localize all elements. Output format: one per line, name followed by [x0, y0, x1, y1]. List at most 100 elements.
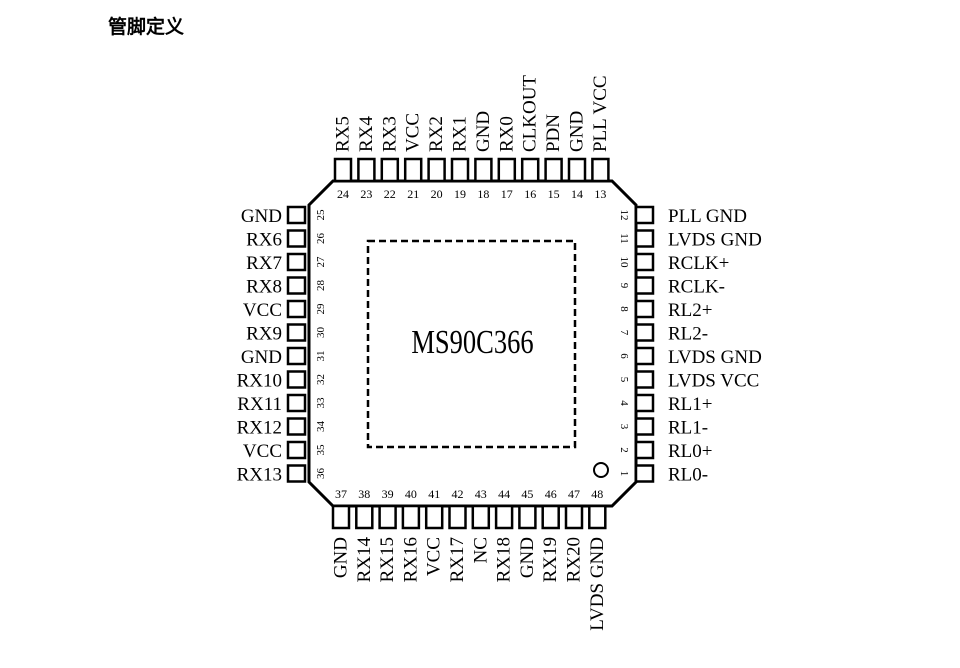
pin-pad — [634, 252, 655, 272]
pin-number: 5 — [618, 377, 630, 383]
pin-number: 47 — [568, 487, 580, 501]
pin-number: 45 — [521, 487, 533, 501]
pin-pad — [450, 157, 470, 183]
pin-pad — [286, 370, 307, 389]
pin-label-rl1: RL1+ — [668, 394, 713, 415]
pin-label-rx2: RX2 — [426, 116, 447, 152]
pin-number: 14 — [571, 187, 583, 201]
pin-label-rl1: RL1- — [668, 418, 708, 439]
pin-number: 13 — [594, 187, 606, 201]
pin-label-rx17: RX17 — [447, 537, 468, 582]
pin-label-rx18: RX18 — [494, 537, 515, 582]
pin-number: 31 — [315, 351, 327, 362]
pin-pad — [497, 157, 517, 183]
pin-label-rclk: RCLK+ — [668, 253, 729, 274]
chip-package-outline — [307, 179, 638, 508]
pin-label-rx8: RX8 — [246, 277, 282, 298]
pin-label-rl0: RL0- — [668, 465, 708, 486]
pin-label-rx15: RX15 — [377, 537, 398, 582]
pin-label-rx12: RX12 — [237, 418, 282, 439]
pin-pad — [286, 323, 307, 342]
pin-pad — [634, 276, 655, 295]
pin-label-rx19: RX19 — [540, 537, 561, 582]
pin-pad — [286, 229, 307, 248]
pin-label-rx14: RX14 — [354, 537, 375, 583]
pin-number: 29 — [315, 303, 327, 315]
pin-number: 20 — [431, 187, 443, 201]
pin-pad — [286, 276, 307, 295]
pin-label-gnd: GND — [517, 537, 538, 578]
pin-label-rx13: RX13 — [237, 465, 282, 486]
pin-pad — [286, 346, 307, 366]
pin-number: 27 — [315, 256, 327, 268]
pin-number: 10 — [618, 257, 630, 269]
pin-number: 24 — [337, 187, 349, 201]
pin-label-clkout: CLKOUT — [520, 75, 541, 152]
pin-pad — [380, 157, 400, 183]
pin-label-lvds-gnd: LVDS GND — [668, 230, 762, 251]
chip-name: MS90C366 — [411, 324, 534, 361]
pin-pad — [634, 464, 655, 483]
pin-pad — [544, 157, 563, 183]
pin-number: 43 — [475, 487, 487, 501]
pin-label-gnd: GND — [241, 206, 282, 227]
pin-number: 19 — [454, 187, 466, 201]
pin-pad — [286, 440, 307, 460]
pin-number: 3 — [618, 424, 630, 430]
pin-label-pll-vcc: PLL VCC — [590, 75, 611, 152]
pin-label-rx5: RX5 — [333, 116, 354, 152]
pin-number: 7 — [618, 330, 630, 336]
pin-number: 33 — [315, 397, 327, 409]
pin-pad — [634, 346, 655, 366]
pin-label-rx3: RX3 — [379, 116, 400, 152]
pin-number: 30 — [315, 327, 327, 339]
pin-pad — [471, 504, 491, 530]
pin-number: 6 — [618, 353, 630, 359]
pin-number: 48 — [591, 487, 603, 501]
pin-number: 11 — [618, 233, 630, 244]
pin-number: 39 — [382, 487, 394, 501]
pin-pad — [634, 229, 655, 248]
pin-label-vcc: VCC — [403, 113, 424, 152]
pin-number: 12 — [618, 210, 630, 221]
pin-label-pll-gnd: PLL GND — [668, 206, 747, 227]
pin-pad — [520, 157, 540, 183]
pin-number: 46 — [545, 487, 557, 501]
pin-pad — [567, 157, 587, 183]
pin-number: 40 — [405, 487, 417, 501]
pin-number: 36 — [315, 468, 327, 480]
pin-pad — [588, 504, 607, 530]
pin-pad — [286, 417, 307, 436]
pin-number: 42 — [452, 487, 464, 501]
pin-pad — [424, 504, 444, 530]
pin-label-rx10: RX10 — [237, 371, 282, 392]
pin-pad — [286, 393, 307, 413]
pin-pad — [634, 299, 655, 319]
die-area-dashed — [366, 239, 577, 449]
pin-label-gnd: GND — [331, 537, 352, 578]
pin-pad — [634, 205, 655, 225]
pin-pad — [634, 323, 655, 342]
pin1-marker — [593, 462, 609, 478]
pin-label-gnd: GND — [473, 111, 494, 152]
pin-pad — [378, 504, 397, 530]
pin-pad — [286, 464, 307, 483]
pin-number: 26 — [315, 233, 327, 245]
pin-pad — [494, 504, 514, 530]
pin-number: 18 — [477, 187, 489, 201]
pin-pad — [286, 205, 307, 225]
pin-number: 23 — [360, 187, 372, 201]
pin-number: 44 — [498, 487, 510, 501]
pin-label-lvds-gnd: LVDS GND — [668, 347, 762, 368]
pin-label-rx1: RX1 — [450, 116, 471, 152]
pin-pad — [634, 440, 655, 460]
pin-number: 21 — [407, 187, 419, 201]
pin-pad — [591, 157, 610, 183]
pin-pad — [427, 157, 446, 183]
pin-pad — [634, 417, 655, 436]
pin-pad — [401, 504, 421, 530]
pin-label-rl2: RL2+ — [668, 300, 713, 321]
pin-number: 37 — [335, 487, 347, 501]
pin-label-rx7: RX7 — [246, 253, 282, 274]
